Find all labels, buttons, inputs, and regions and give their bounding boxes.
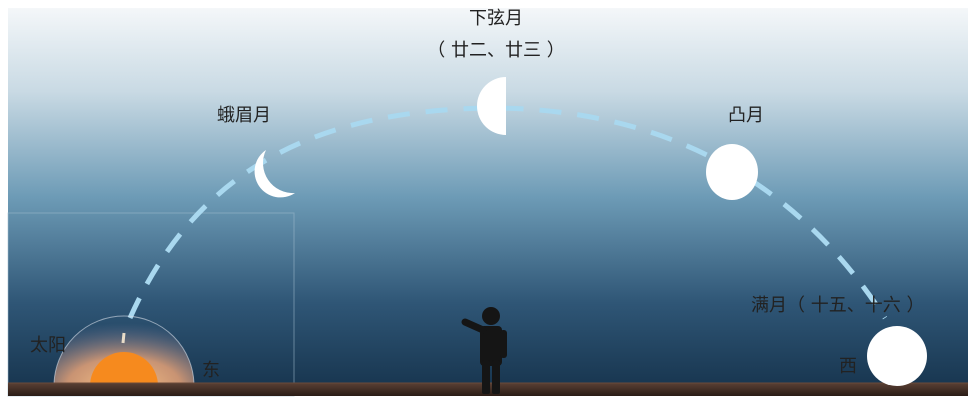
person-pointing-icon: [461, 307, 507, 394]
phase-label-full-moon: 满月（ 十五、十六 ）: [751, 295, 925, 316]
phase-label-last-quarter: 下弦月: [469, 8, 523, 29]
direction-west-label: 西: [839, 356, 857, 377]
rising-sun-icon: [53, 315, 195, 387]
gibbous-moon-icon: [706, 144, 758, 200]
crescent-moon-icon: [254, 150, 295, 198]
direction-east-label: 东: [202, 360, 220, 381]
sun-label: 太阳: [30, 335, 66, 356]
half-moon-icon: [477, 77, 506, 135]
phase-label-gibbous: 凸月: [728, 105, 764, 126]
phase-sub-last-quarter: （ 廿二、廿三 ）: [427, 40, 565, 61]
phase-label-waxing-crescent: 蛾眉月: [217, 105, 271, 126]
full-moon-icon: [867, 326, 927, 386]
